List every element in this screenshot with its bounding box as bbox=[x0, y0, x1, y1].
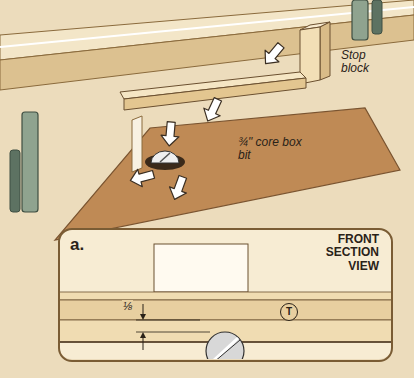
insert-plate bbox=[55, 108, 400, 240]
clamp-handle bbox=[372, 0, 382, 34]
stop-block-section bbox=[154, 244, 248, 292]
toggle-clamp bbox=[352, 0, 368, 40]
feed-arrow bbox=[200, 96, 226, 125]
stop-block-side bbox=[320, 22, 330, 80]
dimension-arrowhead bbox=[140, 314, 146, 320]
core-box-bit bbox=[151, 151, 179, 163]
view-heading: FRONT SECTION VIEW bbox=[301, 233, 379, 273]
extension-line bbox=[136, 320, 200, 321]
bit-flute bbox=[160, 153, 170, 162]
section-view-panel: a. FRONT SECTION VIEW T bbox=[58, 228, 393, 362]
toggle-clamp bbox=[22, 112, 38, 212]
section-drawing bbox=[59, 244, 392, 359]
dimension-label: ⅛ bbox=[122, 300, 133, 312]
part-label: Stop block bbox=[341, 49, 389, 75]
feed-arrow bbox=[160, 121, 180, 146]
dimension-arrowhead bbox=[140, 332, 146, 338]
feed-arrow bbox=[166, 174, 191, 203]
fence-opening bbox=[132, 116, 142, 172]
view-letter: a. bbox=[70, 235, 84, 254]
clamp-handle bbox=[10, 150, 20, 212]
bit-section bbox=[206, 332, 244, 359]
callout-circle: T bbox=[280, 303, 298, 321]
feed-arrow bbox=[128, 166, 156, 190]
feed-arrow bbox=[259, 39, 288, 69]
workpiece-section bbox=[59, 292, 392, 300]
part-label: ¾" core box bit bbox=[238, 136, 304, 162]
dimension-line bbox=[143, 336, 144, 350]
bit-highlight bbox=[212, 338, 238, 359]
extension-line bbox=[136, 332, 210, 333]
callout-letter: T bbox=[286, 307, 292, 317]
bit-edge bbox=[214, 340, 240, 359]
hardboard-section bbox=[59, 300, 392, 320]
